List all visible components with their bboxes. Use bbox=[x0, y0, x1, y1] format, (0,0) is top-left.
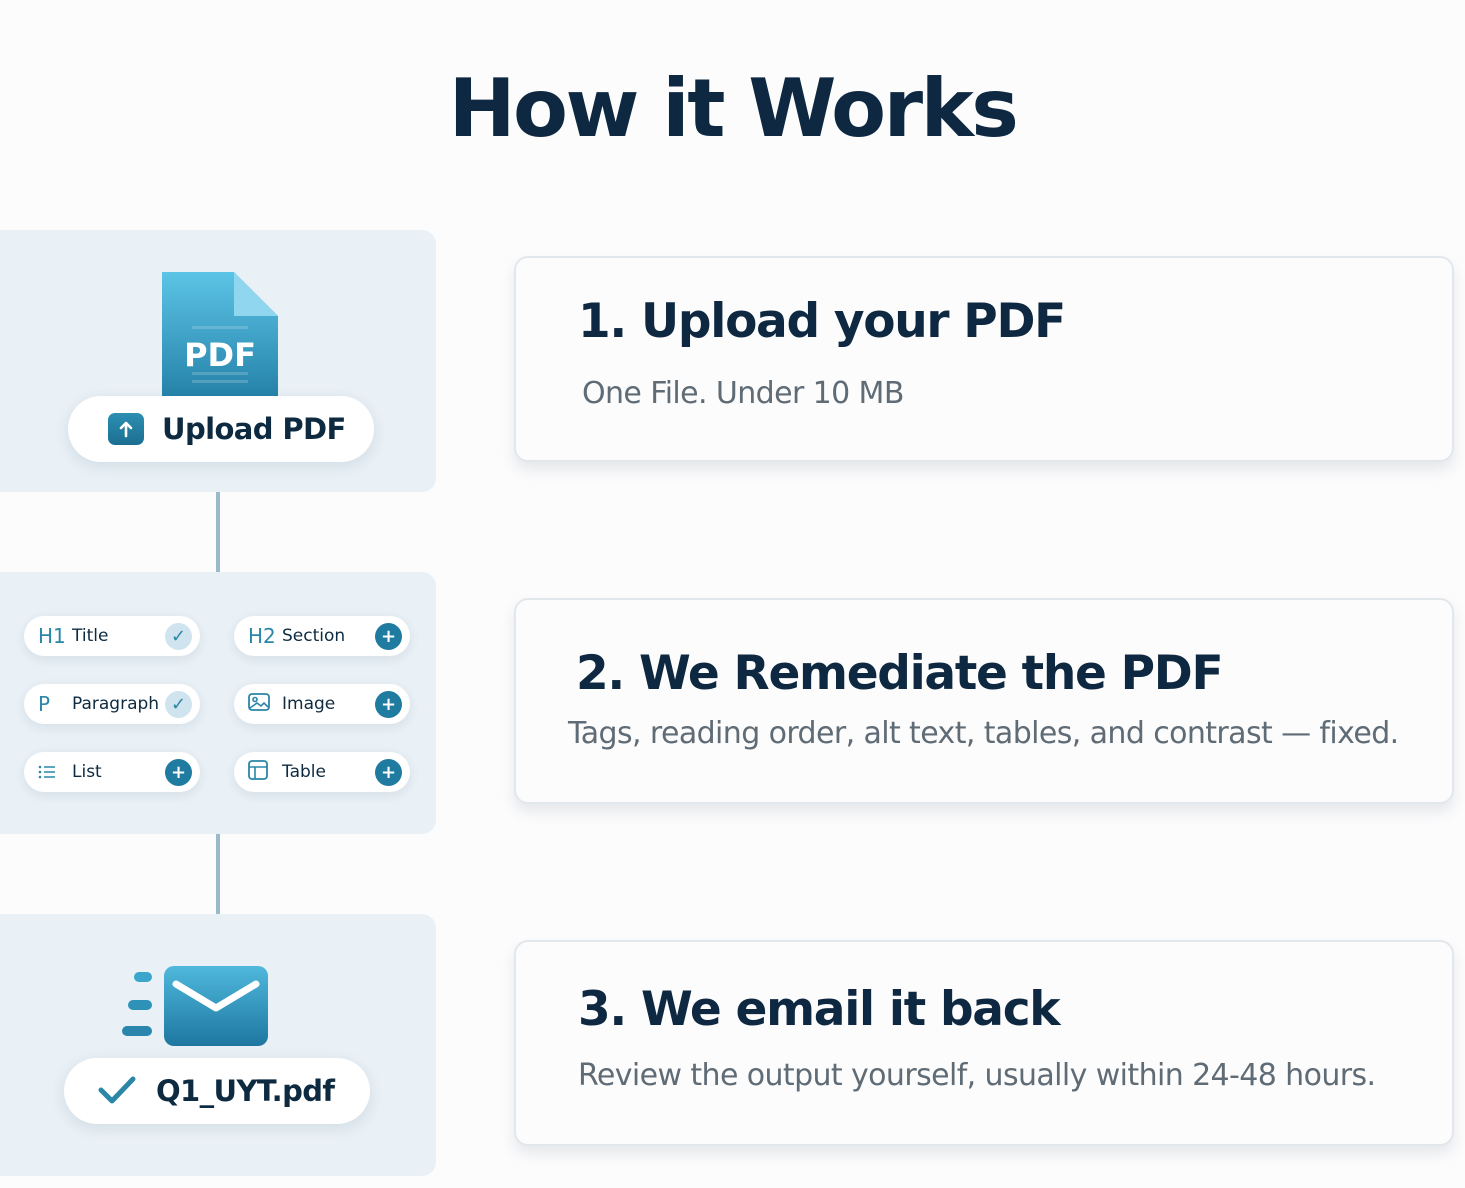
step-description: Tags, reading order, alt text, tables, a… bbox=[568, 716, 1399, 751]
check-icon: ✓ bbox=[165, 691, 192, 718]
check-icon: ✓ bbox=[165, 623, 192, 650]
flow-connector bbox=[216, 492, 220, 572]
upload-pdf-label: Upload PDF bbox=[162, 412, 346, 446]
pdf-badge-text: PDF bbox=[184, 336, 256, 374]
step-description: Review the output yourself, usually with… bbox=[578, 1058, 1376, 1093]
flow-connector bbox=[216, 834, 220, 914]
tag-chip-paragraph: P Paragraph ✓ bbox=[24, 684, 200, 724]
heading-2-icon: H2 bbox=[248, 624, 276, 648]
upload-pdf-button[interactable]: Upload PDF bbox=[68, 396, 374, 462]
plus-icon: + bbox=[375, 759, 402, 786]
tag-chip-section: H2 Section + bbox=[234, 616, 410, 656]
page-title: How it Works bbox=[448, 62, 1019, 155]
step-number: 3. bbox=[578, 982, 627, 1037]
step-title-text: We Remediate the PDF bbox=[639, 646, 1224, 701]
upload-illustration-panel: PDF Upload PDF bbox=[0, 230, 436, 492]
tag-chip-image: Image + bbox=[234, 684, 410, 724]
image-icon bbox=[248, 692, 272, 716]
tag-chip-table: Table + bbox=[234, 752, 410, 792]
tag-chip-label: Image bbox=[282, 694, 336, 714]
envelope-icon bbox=[120, 966, 272, 1048]
tags-illustration-panel: H1 Title ✓ H2 Section + P Paragraph ✓ Im… bbox=[0, 572, 436, 834]
step-title: 3. We email it back bbox=[578, 982, 1061, 1037]
step-title-text: We email it back bbox=[641, 982, 1060, 1037]
tag-chip-label: Table bbox=[282, 762, 326, 782]
step-number: 1. bbox=[578, 294, 627, 349]
plus-icon: + bbox=[375, 623, 402, 650]
paragraph-icon: P bbox=[38, 692, 51, 716]
step-title: 1. Upload your PDF bbox=[578, 294, 1066, 349]
step-title: 2. We Remediate the PDF bbox=[576, 646, 1224, 701]
tag-chip-label: Section bbox=[282, 626, 346, 646]
returned-file-pill: Q1_UYT.pdf bbox=[64, 1058, 370, 1124]
tag-chip-list: List + bbox=[24, 752, 200, 792]
step-number: 2. bbox=[576, 646, 625, 701]
plus-icon: + bbox=[165, 759, 192, 786]
table-icon bbox=[248, 759, 272, 785]
tag-chip-label: Title bbox=[72, 626, 109, 646]
heading-1-icon: H1 bbox=[38, 624, 66, 648]
checkmark-icon bbox=[98, 1069, 136, 1113]
list-icon bbox=[38, 760, 62, 784]
pdf-file-icon: PDF bbox=[162, 272, 278, 402]
returned-file-name: Q1_UYT.pdf bbox=[156, 1074, 335, 1108]
step-card-remediate: 2. We Remediate the PDF Tags, reading or… bbox=[514, 598, 1454, 804]
email-illustration-panel: Q1_UYT.pdf bbox=[0, 914, 436, 1176]
upload-arrow-icon bbox=[108, 413, 144, 445]
plus-icon: + bbox=[375, 691, 402, 718]
step-title-text: Upload your PDF bbox=[641, 294, 1066, 349]
step-card-email: 3. We email it back Review the output yo… bbox=[514, 940, 1454, 1146]
step-card-upload: 1. Upload your PDF One File. Under 10 MB bbox=[514, 256, 1454, 462]
step-description: One File. Under 10 MB bbox=[582, 376, 904, 411]
tag-chip-label: List bbox=[72, 762, 102, 782]
tag-chip-label: Paragraph bbox=[72, 694, 160, 714]
tag-chip-title: H1 Title ✓ bbox=[24, 616, 200, 656]
